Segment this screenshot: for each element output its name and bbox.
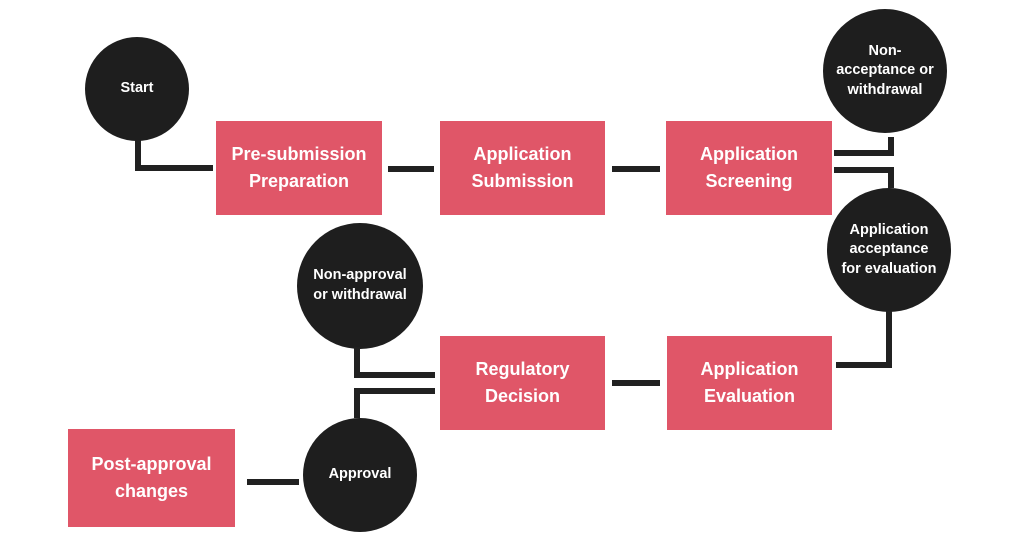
edge-acceptance-evaluation-vertical (886, 311, 892, 368)
node-post-approval-changes: Post-approval changes (68, 429, 235, 527)
node-application-evaluation: Application Evaluation (667, 336, 832, 430)
node-application-submission: Application Submission (440, 121, 605, 215)
edge-screening-nonacceptance-vertical (888, 137, 894, 156)
node-application-acceptance-for-evaluation: Application acceptance for evaluation (827, 188, 951, 312)
node-application-acceptance-for-evaluation-label: Application acceptance for evaluation (841, 221, 937, 277)
node-start: Start (85, 37, 189, 141)
edge-screening-acceptance-horizontal (834, 167, 894, 173)
node-application-evaluation-label: Application Evaluation (700, 359, 799, 406)
edge-decision-nonapproval-vertical (354, 347, 360, 378)
node-approval: Approval (303, 418, 417, 532)
node-pre-submission-preparation-label: Pre-submission Preparation (231, 144, 367, 191)
node-pre-submission-preparation: Pre-submission Preparation (216, 121, 382, 215)
edge-start-presubmission-vertical (135, 140, 141, 171)
edge-submission-screening (612, 166, 660, 172)
edge-approval-postapproval (247, 479, 299, 485)
node-start-label: Start (120, 80, 154, 97)
node-non-approval-or-withdrawal-label: Non-approval or withdrawal (313, 267, 407, 303)
edge-screening-nonacceptance-horizontal (834, 150, 894, 156)
node-regulatory-decision-label: Regulatory Decision (475, 359, 570, 406)
edge-start-presubmission-horizontal (135, 165, 213, 171)
edge-decision-approval-vertical (354, 388, 360, 418)
node-non-acceptance-or-withdrawal-label: Non- acceptance or withdrawal (836, 42, 934, 98)
edge-presubmission-submission (388, 166, 434, 172)
node-application-screening-label: Application Screening (700, 144, 798, 191)
node-regulatory-decision: Regulatory Decision (440, 336, 605, 430)
edge-screening-acceptance-vertical (888, 167, 894, 188)
edge-evaluation-decision (612, 380, 660, 386)
node-approval-label: Approval (328, 466, 392, 483)
node-non-approval-or-withdrawal: Non-approval or withdrawal (297, 223, 423, 349)
node-non-acceptance-or-withdrawal: Non- acceptance or withdrawal (823, 9, 947, 133)
edge-decision-nonapproval-horizontal (354, 372, 435, 378)
edge-acceptance-evaluation-horizontal (836, 362, 892, 368)
node-application-submission-label: Application Submission (471, 144, 574, 191)
edge-decision-approval-horizontal (354, 388, 435, 394)
node-application-screening: Application Screening (666, 121, 832, 215)
node-post-approval-changes-label: Post-approval changes (91, 454, 212, 501)
